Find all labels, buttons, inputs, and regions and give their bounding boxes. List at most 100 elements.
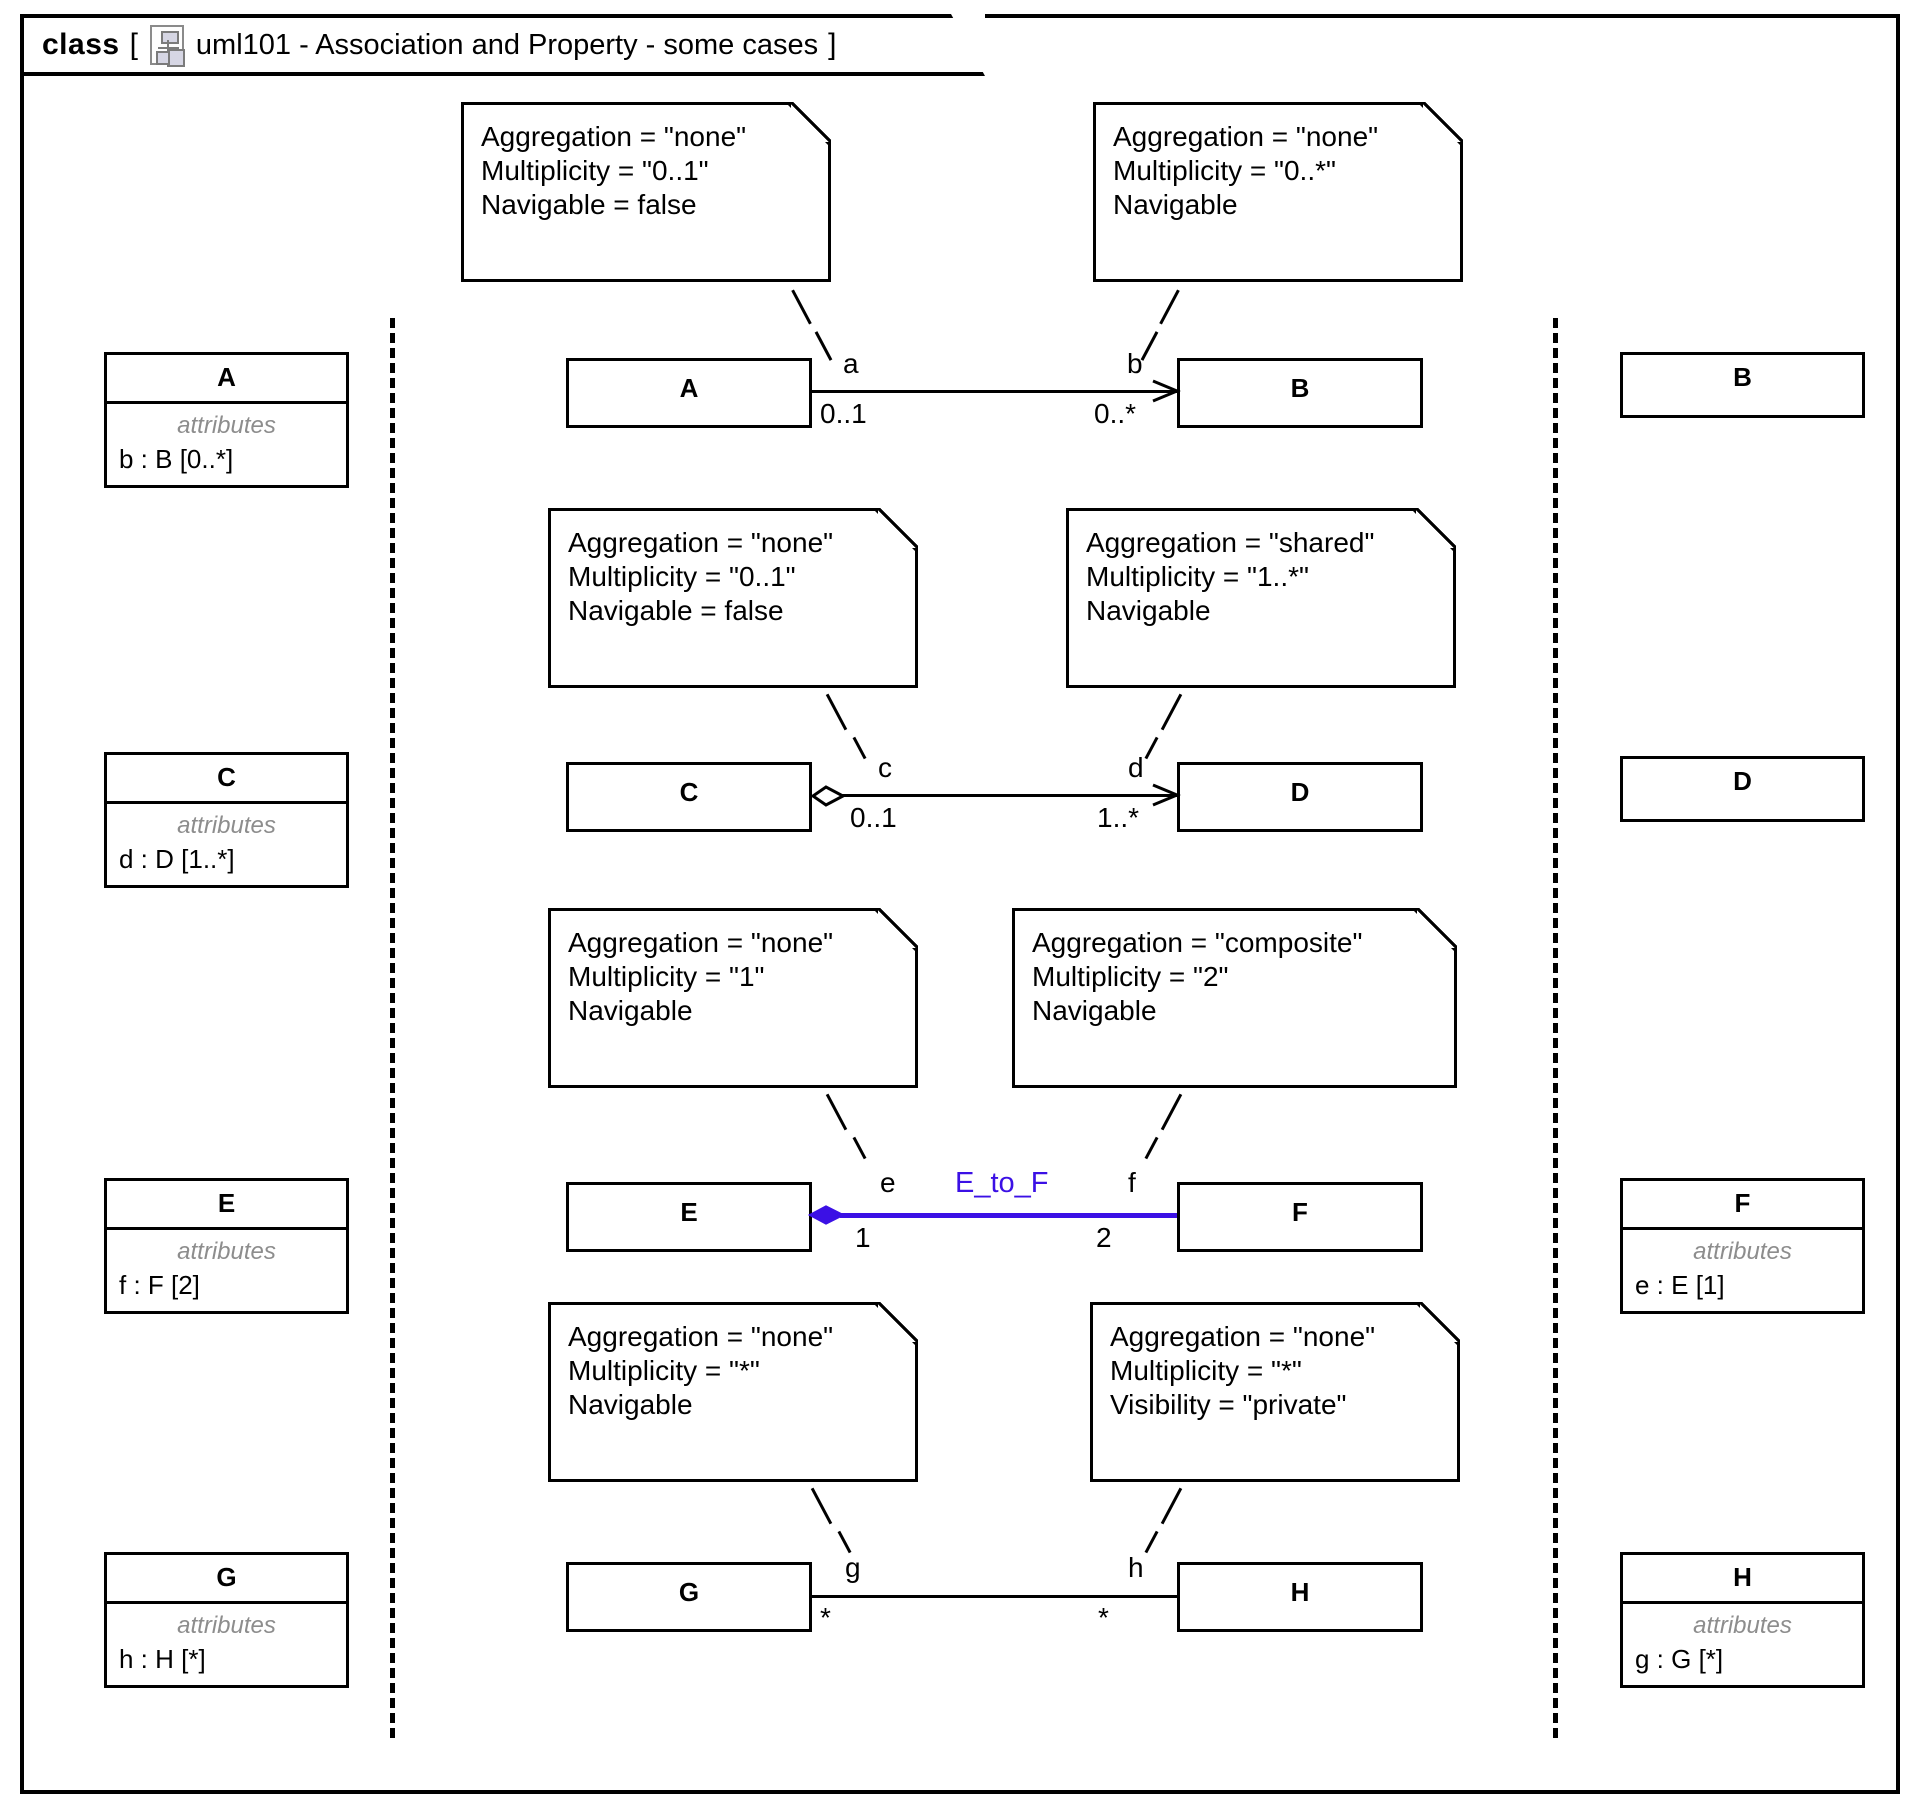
- role-label-target: h: [1128, 1552, 1144, 1583]
- attribute-row: d : D [1..*]: [119, 844, 235, 874]
- note-line-navigable: Navigable: [1113, 189, 1238, 221]
- attribute-row: e : E [1]: [1635, 1270, 1725, 1300]
- multiplicity-label-target: 1..*: [1097, 802, 1140, 833]
- diamond-composite-E: [808, 1202, 848, 1228]
- attributes-compartment-label: attributes: [177, 812, 276, 839]
- class-box-H-center[interactable]: H: [1177, 1562, 1423, 1632]
- note-fold-icon: [1417, 908, 1457, 948]
- class-box-H-right[interactable]: H attributes g : G [*]: [1620, 1552, 1865, 1688]
- class-box-C-left[interactable]: C attributes d : D [1..*]: [104, 752, 349, 888]
- note-fold-icon: [878, 908, 918, 948]
- diagram-title: uml101 - Association and Property - some…: [195, 28, 819, 61]
- separator-right: [1553, 318, 1558, 1738]
- header-bracket-close: ]: [828, 28, 837, 61]
- role-label-source: g: [845, 1552, 861, 1583]
- diamond-shared-C: [810, 783, 850, 809]
- class-name: G: [107, 1555, 346, 1604]
- class-box-D-right[interactable]: D: [1620, 756, 1865, 822]
- class-name: H: [1290, 1577, 1310, 1607]
- multiplicity-label-source: 0..1: [820, 398, 867, 429]
- attributes-compartment-label: attributes: [177, 412, 276, 439]
- attributes-compartment-label: attributes: [1693, 1612, 1792, 1639]
- note-line-aggregation: Aggregation = "none": [568, 1321, 834, 1352]
- class-name: G: [678, 1577, 700, 1607]
- class-name: E: [107, 1181, 346, 1230]
- attribute-row: f : F [2]: [119, 1270, 200, 1300]
- attribute-row: h : H [*]: [119, 1644, 206, 1674]
- class-box-A-center[interactable]: A: [566, 358, 812, 428]
- note-line-navigable: Navigable = false: [481, 189, 697, 221]
- multiplicity-label-target: 0..*: [1094, 398, 1137, 429]
- association-line-G-H[interactable]: [812, 1595, 1177, 1598]
- note-association-G-source[interactable]: Aggregation = "none" Multiplicity = "*" …: [548, 1302, 918, 1482]
- attributes-compartment-label: attributes: [177, 1238, 276, 1265]
- class-name: E: [680, 1197, 698, 1227]
- note-line-aggregation: Aggregation = "composite": [1032, 927, 1363, 958]
- note-line-multiplicity: Multiplicity = "0..1": [481, 155, 709, 187]
- class-box-E-left[interactable]: E attributes f : F [2]: [104, 1178, 349, 1314]
- note-association-E-source[interactable]: Aggregation = "none" Multiplicity = "1" …: [548, 908, 918, 1088]
- note-line-navigable: Navigable = false: [568, 595, 784, 627]
- note-fold-icon: [878, 508, 918, 548]
- note-association-A-source[interactable]: Aggregation = "none" Multiplicity = "0..…: [461, 102, 831, 282]
- note-line-visibility: Visibility = "private": [1110, 1389, 1347, 1421]
- association-name-E-to-F: E_to_F: [955, 1167, 1049, 1199]
- multiplicity-label-target: 2: [1096, 1222, 1112, 1253]
- class-box-B-right[interactable]: B: [1620, 352, 1865, 418]
- association-line-A-B[interactable]: [812, 390, 1177, 393]
- note-line-navigable: Navigable: [1032, 995, 1157, 1027]
- note-line-aggregation: Aggregation = "none": [568, 927, 834, 958]
- class-box-F-right[interactable]: F attributes e : E [1]: [1620, 1178, 1865, 1314]
- diagram-frame: [20, 14, 1900, 1794]
- note-association-A-target[interactable]: Aggregation = "none" Multiplicity = "0..…: [1093, 102, 1463, 282]
- multiplicity-label-target: *: [1098, 1602, 1109, 1633]
- class-box-G-center[interactable]: G: [566, 1562, 812, 1632]
- note-line-multiplicity: Multiplicity = "1": [568, 961, 765, 993]
- class-diagram-icon: [149, 25, 184, 65]
- note-fold-icon: [878, 1302, 918, 1342]
- class-box-E-center[interactable]: E: [566, 1182, 812, 1252]
- note-association-C-target[interactable]: Aggregation = "shared" Multiplicity = "1…: [1066, 508, 1456, 688]
- attribute-row: g : G [*]: [1635, 1644, 1724, 1674]
- class-box-G-left[interactable]: G attributes h : H [*]: [104, 1552, 349, 1688]
- note-line-aggregation: Aggregation = "none": [568, 527, 834, 558]
- note-line-multiplicity: Multiplicity = "2": [1032, 961, 1229, 993]
- class-name: H: [1623, 1555, 1862, 1604]
- class-name: B: [1290, 373, 1310, 403]
- note-line-aggregation: Aggregation = "none": [481, 121, 747, 152]
- class-box-C-center[interactable]: C: [566, 762, 812, 832]
- class-box-D-center[interactable]: D: [1177, 762, 1423, 832]
- class-name: C: [107, 755, 346, 804]
- role-label-target: d: [1128, 752, 1144, 783]
- note-association-C-source[interactable]: Aggregation = "none" Multiplicity = "0..…: [548, 508, 918, 688]
- association-line-E-F[interactable]: [840, 1213, 1177, 1218]
- note-line-aggregation: Aggregation = "none": [1113, 121, 1379, 152]
- note-fold-icon: [1416, 508, 1456, 548]
- class-box-A-left[interactable]: A attributes b : B [0..*]: [104, 352, 349, 488]
- note-line-aggregation: Aggregation = "none": [1110, 1321, 1376, 1352]
- attributes-compartment-label: attributes: [1693, 1238, 1792, 1265]
- class-name: F: [1623, 1181, 1862, 1230]
- class-name: A: [107, 355, 346, 404]
- class-box-F-center[interactable]: F: [1177, 1182, 1423, 1252]
- note-fold-icon: [1420, 1302, 1460, 1342]
- note-association-G-target[interactable]: Aggregation = "none" Multiplicity = "*" …: [1090, 1302, 1460, 1482]
- class-name: D: [1733, 766, 1752, 796]
- note-line-multiplicity: Multiplicity = "*": [1110, 1355, 1302, 1387]
- note-line-navigable: Navigable: [1086, 595, 1211, 627]
- association-line-C-D[interactable]: [840, 794, 1177, 797]
- note-association-E-target[interactable]: Aggregation = "composite" Multiplicity =…: [1012, 908, 1457, 1088]
- class-box-B-center[interactable]: B: [1177, 358, 1423, 428]
- header-bracket-open: [: [129, 28, 138, 61]
- class-name: A: [679, 373, 699, 403]
- note-fold-icon: [1423, 102, 1463, 142]
- class-name: C: [679, 777, 699, 807]
- arrowhead-open-B: [1147, 379, 1183, 403]
- class-name: D: [1290, 777, 1310, 807]
- class-name: F: [1292, 1197, 1308, 1227]
- diagram-kind-label: class: [42, 28, 120, 61]
- note-line-multiplicity: Multiplicity = "0..*": [1113, 155, 1336, 187]
- multiplicity-label-source: 1: [855, 1222, 871, 1253]
- diagram-header: class [ uml101 - Association and Propert…: [20, 14, 985, 76]
- note-fold-icon: [791, 102, 831, 142]
